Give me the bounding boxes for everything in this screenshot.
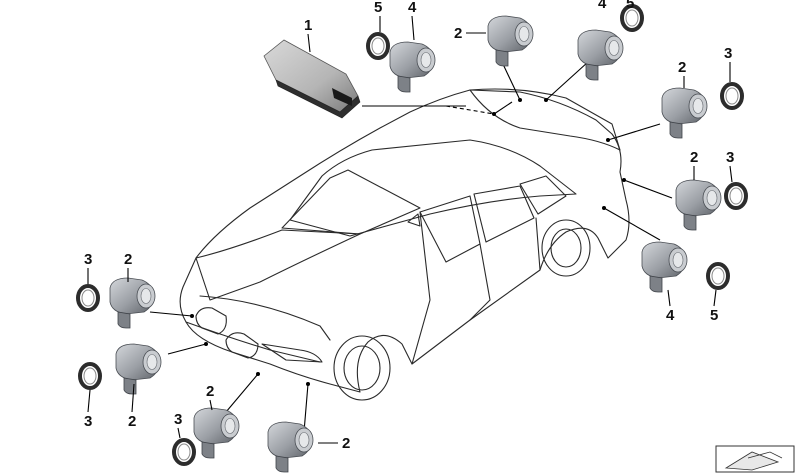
callout-3: 3 xyxy=(724,45,732,62)
callout-3: 3 xyxy=(84,251,92,268)
callout-2: 2 xyxy=(342,435,350,452)
callout-labels: 1 2 3 4 5 2 3 2 4 5 3 2 2 3 3 2 2 4 5 xyxy=(84,0,734,452)
sealing-ring-icon xyxy=(706,262,730,290)
callout-4: 4 xyxy=(408,0,417,16)
sealing-ring-icon xyxy=(172,438,196,466)
sealing-ring-icon xyxy=(724,182,748,210)
callout-2: 2 xyxy=(454,25,462,42)
callout-2: 2 xyxy=(690,149,698,166)
callout-2: 2 xyxy=(128,413,136,430)
callout-3: 3 xyxy=(84,413,92,430)
parking-sensor-icon xyxy=(661,87,708,139)
callout-3: 3 xyxy=(174,411,182,428)
parking-sensor-icon xyxy=(389,41,436,93)
callout-3: 3 xyxy=(726,149,734,166)
sealing-ring-icon xyxy=(78,362,102,390)
leader-dots xyxy=(190,98,626,386)
parking-sensor-icon xyxy=(641,241,688,293)
parking-sensor-icon xyxy=(487,15,534,67)
catalog-symbol-icon xyxy=(715,445,795,473)
callout-5: 5 xyxy=(710,307,718,324)
callout-5: 5 xyxy=(626,0,634,12)
sealing-ring-icon xyxy=(720,82,744,110)
callout-4: 4 xyxy=(666,307,675,324)
callout-4: 4 xyxy=(598,0,607,12)
sealing-ring-icon xyxy=(366,32,390,60)
parking-sensor-icon xyxy=(109,277,156,329)
callout-1: 1 xyxy=(304,17,312,34)
parking-sensor-icon xyxy=(115,343,162,395)
parking-sensor-icon xyxy=(675,179,722,231)
callout-5: 5 xyxy=(374,0,382,16)
car-outline-icon xyxy=(179,88,630,401)
parking-sensor-icon xyxy=(267,421,314,473)
callout-2: 2 xyxy=(206,383,214,400)
parking-sensor-icon xyxy=(577,29,624,81)
sealing-ring-icon xyxy=(76,284,100,312)
leader-lines xyxy=(149,61,673,433)
control-module-icon xyxy=(263,39,361,119)
callout-2: 2 xyxy=(678,59,686,76)
callout-2: 2 xyxy=(124,251,132,268)
parking-sensor-icon xyxy=(193,407,240,459)
